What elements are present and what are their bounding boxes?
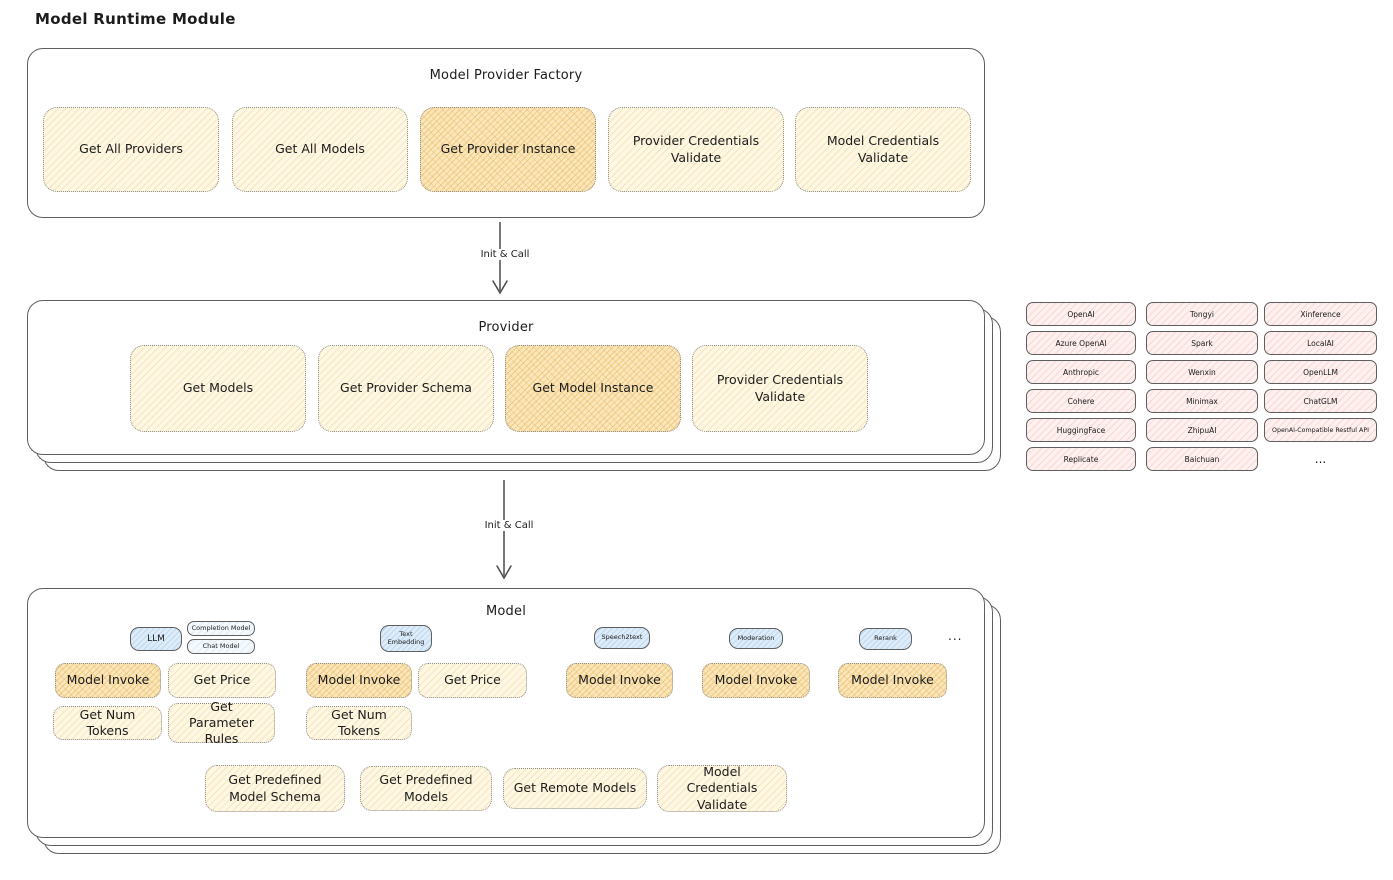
node-get-all-providers: Get All Providers [43,107,219,192]
provider-item: Tongyi [1146,302,1258,326]
provider-item: Replicate [1026,447,1136,471]
node-speech2text-model-invoke: Model Invoke [566,663,673,698]
factory-title: Model Provider Factory [429,68,583,83]
model-title: Model [485,604,527,619]
provider-item: Xinference [1264,302,1377,326]
tab-speech2text: Speech2text [594,627,650,649]
node-rerank-model-invoke: Model Invoke [838,663,947,698]
providers-column-1: OpenAI Azure OpenAI Anthropic Cohere Hug… [1026,302,1136,471]
provider-item: Cohere [1026,389,1136,413]
node-llm-get-parameter-rules: Get Parameter Rules [168,699,275,746]
node-embedding-model-invoke: Model Invoke [306,663,412,698]
node-get-all-models: Get All Models [232,107,408,192]
node-get-predefined-models: Get Predefined Models [360,766,492,811]
page-title: Model Runtime Module [35,10,236,28]
node-llm-model-invoke: Model Invoke [55,663,161,698]
provider-item: Spark [1146,331,1258,355]
node-provider-credentials-validate-2: Provider Credentials Validate [692,345,868,432]
node-get-remote-models: Get Remote Models [503,768,647,809]
tab-chat-model: Chat Model [187,639,255,654]
provider-item: Anthropic [1026,360,1136,384]
provider-item: Wenxin [1146,360,1258,384]
providers-more-ellipsis: ... [1314,452,1327,466]
node-moderation-model-invoke: Model Invoke [702,663,810,698]
provider-item: OpenAI [1026,302,1136,326]
tab-text-embedding: Text Embedding [380,625,432,652]
init-call-arrow-2 [496,480,512,580]
provider-item: ZhipuAI [1146,418,1258,442]
providers-column-2: Tongyi Spark Wenxin Minimax ZhipuAI Baic… [1146,302,1258,471]
provider-item: LocalAI [1264,331,1377,355]
provider-item: HuggingFace [1026,418,1136,442]
node-model-credentials-validate-2: Model Credentials Validate [657,764,787,812]
tab-completion-model: Completion Model [187,621,255,636]
node-get-provider-schema: Get Provider Schema [318,345,494,432]
tabs-more-ellipsis: ... [948,629,963,643]
providers-column-3: Xinference LocalAI OpenLLM ChatGLM OpenA… [1264,302,1377,471]
init-call-label-1: Init & Call [463,249,547,260]
provider-title: Provider [478,320,534,335]
provider-item: Minimax [1146,389,1258,413]
node-llm-get-num-tokens: Get Num Tokens [53,706,162,740]
node-provider-credentials-validate: Provider Credentials Validate [608,107,784,192]
provider-item: Azure OpenAI [1026,331,1136,355]
node-llm-get-price: Get Price [168,663,276,698]
init-call-label-2: Init & Call [467,520,551,531]
node-embedding-get-num-tokens: Get Num Tokens [306,706,412,740]
node-embedding-get-price: Get Price [418,663,527,698]
node-get-models: Get Models [130,345,306,432]
provider-item: OpenLLM [1264,360,1377,384]
provider-item: ChatGLM [1264,389,1377,413]
node-get-provider-instance: Get Provider Instance [420,107,596,192]
tab-moderation: Moderation [729,628,783,649]
tab-rerank: Rerank [859,628,912,650]
provider-item: OpenAI-Compatible Restful API [1264,418,1377,442]
node-model-credentials-validate: Model Credentials Validate [795,107,971,192]
node-get-predefined-model-schema: Get Predefined Model Schema [205,765,345,812]
provider-item: Baichuan [1146,447,1258,471]
tab-llm: LLM [130,627,182,651]
init-call-arrow-1 [492,222,508,295]
node-get-model-instance: Get Model Instance [505,345,681,432]
